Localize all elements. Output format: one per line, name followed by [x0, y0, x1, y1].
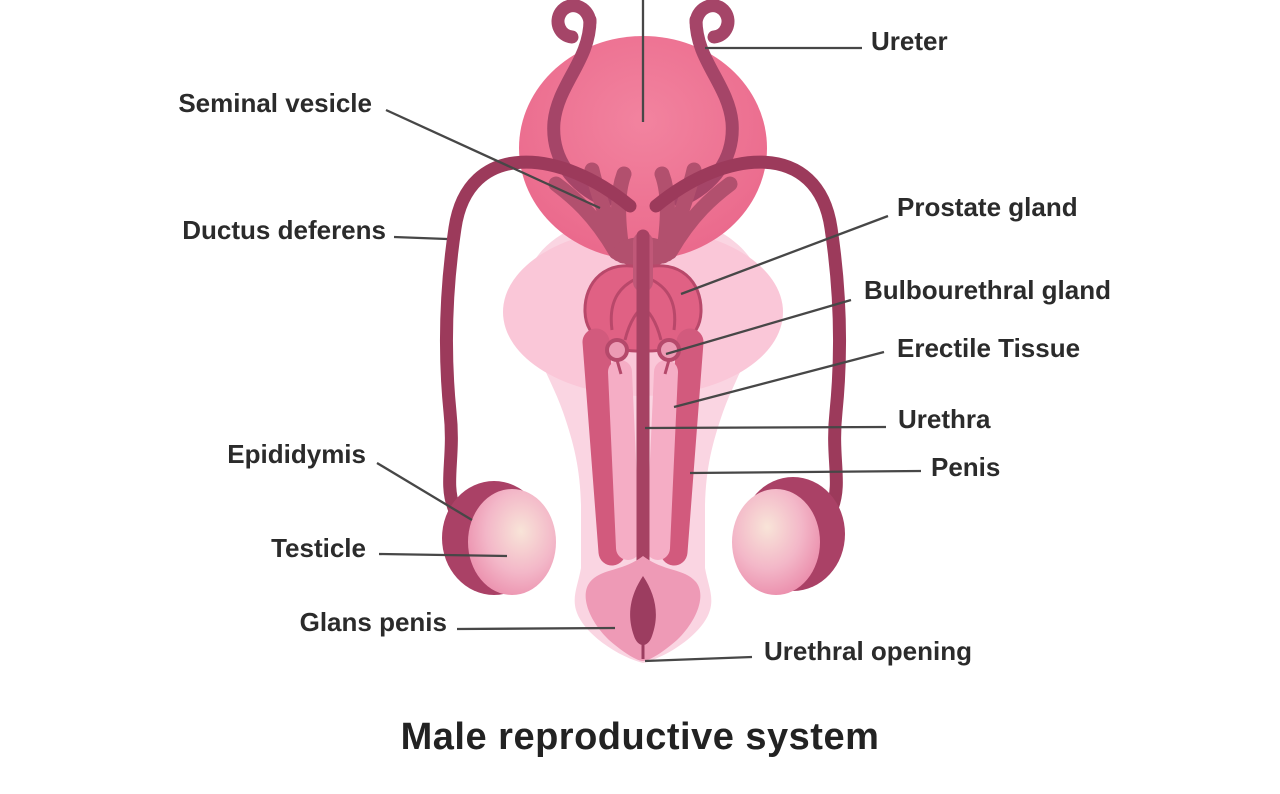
- leader-line-glans-penis: [456, 626, 616, 631]
- label-urethra: Urethra: [898, 404, 991, 434]
- label-glans-penis: Glans penis: [299, 607, 447, 637]
- leader-line-testicle: [378, 552, 508, 558]
- leader-line-ductus-deferens: [393, 235, 448, 241]
- label-urethral-opening: Urethral opening: [764, 636, 973, 666]
- leader-line-bulbourethral-gland: [665, 298, 852, 356]
- label-testicle: Testicle: [271, 533, 366, 563]
- erectile-tissue-columns: [582, 328, 704, 566]
- label-penis: Penis: [931, 452, 1001, 482]
- leader-line-erectile-tissue: [673, 350, 885, 409]
- diagram-title: Male reproductive system: [400, 716, 880, 758]
- leader-lines: [376, 0, 889, 663]
- ureter-tubes: [547, 0, 739, 208]
- label-seminal-vesicle: Seminal vesicle: [178, 88, 372, 118]
- label-prostate-gland: Prostate gland: [897, 192, 1078, 222]
- glans-penis-shape: [585, 556, 701, 661]
- testicle-right: [732, 477, 845, 595]
- label-ureter: Ureter: [871, 26, 948, 56]
- label-bulbourethral-gland: Bulbourethral gland: [864, 275, 1111, 305]
- leader-line-urethral-opening: [644, 655, 753, 663]
- leader-line-seminal-vesicle: [385, 108, 601, 210]
- leader-line-epididymis: [376, 462, 473, 521]
- leader-line-urethra: [644, 425, 887, 430]
- ureter-right-hook: [689, 0, 735, 44]
- urethral-opening-core: [630, 576, 656, 645]
- leader-line-prostate-gland: [680, 214, 889, 296]
- label-ductus-deferens: Ductus deferens: [182, 215, 386, 245]
- inner-spongy-columns: [608, 360, 678, 560]
- bulbourethral-gland-shapes: [605, 338, 681, 375]
- testicle-left: [442, 481, 556, 595]
- ureter-left-hook: [551, 0, 597, 44]
- ureter-right-stem: [673, 13, 739, 208]
- ureter-left-stem: [547, 13, 613, 208]
- label-erectile-tissue: Erectile Tissue: [897, 333, 1081, 363]
- leader-line-penis: [689, 469, 922, 475]
- label-epididymis: Epididymis: [227, 439, 366, 469]
